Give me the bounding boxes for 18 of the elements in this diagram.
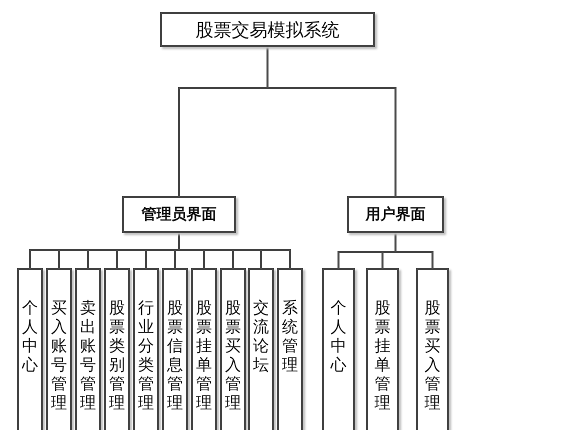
function-box: 股票买入管理 — [220, 268, 246, 430]
function-box: 股票类别管理 — [104, 268, 130, 430]
connector-line — [266, 47, 396, 196]
module-box: 用户界面 — [347, 196, 444, 233]
function-box: 股票挂单管理 — [191, 268, 217, 430]
function-box: 股票挂单管理 — [366, 268, 399, 430]
function-box: 股票信息管理 — [162, 268, 188, 430]
function-box: 买入账号管理 — [46, 268, 72, 430]
function-box: 行业分类管理 — [133, 268, 159, 430]
function-box: 个人中心 — [322, 268, 355, 430]
system-box: 股票交易模拟系统 — [160, 12, 375, 47]
module-box: 管理员界面 — [122, 196, 236, 233]
function-box: 个人中心 — [17, 268, 43, 430]
function-box: 交流论坛 — [248, 268, 274, 430]
function-box: 卖出账号管理 — [75, 268, 101, 430]
function-box: 系统管理 — [277, 268, 303, 430]
function-box: 股票买入管理 — [416, 268, 449, 430]
connector-line — [394, 233, 434, 268]
